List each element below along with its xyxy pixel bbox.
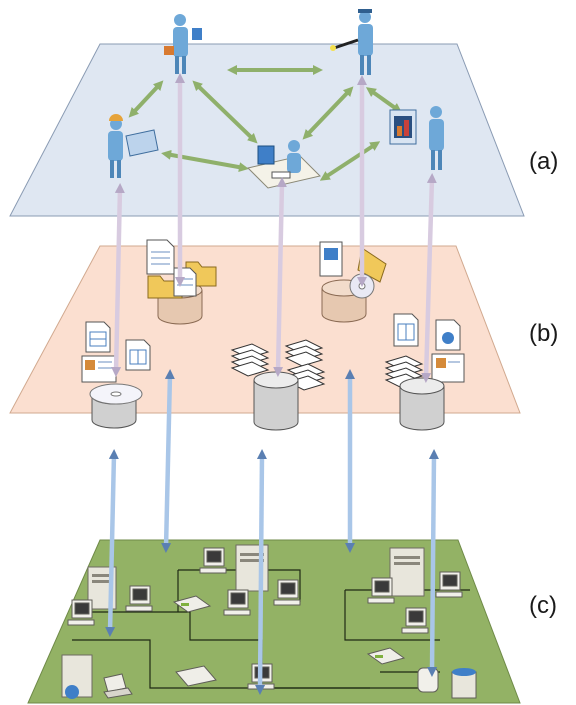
person-flashlight-icon bbox=[330, 9, 373, 75]
paper-stack-icon bbox=[230, 343, 270, 377]
network-switch-icon bbox=[172, 595, 212, 613]
chart-document-icon bbox=[393, 313, 419, 347]
document-icon bbox=[81, 355, 117, 383]
workstation-group bbox=[67, 547, 463, 690]
workstation-icon bbox=[273, 579, 301, 606]
network-printer-icon bbox=[175, 665, 217, 687]
person-hardhat-icon bbox=[108, 114, 159, 178]
workstation-icon bbox=[223, 589, 251, 616]
laptop-icon bbox=[103, 673, 133, 699]
chart-document-icon bbox=[125, 339, 151, 371]
document-icon bbox=[146, 239, 175, 275]
layer-a-connections bbox=[128, 65, 403, 181]
database-icon bbox=[253, 371, 299, 431]
workstation-icon bbox=[435, 571, 463, 598]
document-icon bbox=[173, 267, 197, 297]
database-icon bbox=[399, 377, 445, 431]
network-switch-icon bbox=[366, 647, 406, 665]
chart-document-icon bbox=[435, 319, 461, 351]
person-desk-icon bbox=[247, 140, 321, 189]
workstation-icon bbox=[367, 577, 395, 604]
server-icon bbox=[61, 654, 93, 699]
database-icon bbox=[451, 668, 477, 699]
layer-bc-links bbox=[105, 369, 439, 695]
workstation-icon bbox=[125, 585, 153, 612]
layer-ab-links bbox=[111, 73, 437, 383]
server-icon bbox=[389, 547, 425, 597]
person-briefcase-icon bbox=[164, 14, 202, 74]
person-presenter-icon bbox=[389, 106, 444, 170]
layer-c-plane bbox=[27, 539, 521, 704]
workstation-icon bbox=[401, 607, 429, 634]
layer-label-a: (a) bbox=[529, 148, 559, 175]
workstation-icon bbox=[67, 599, 95, 626]
layer-label-b: (b) bbox=[529, 320, 559, 347]
paper-stack-icon bbox=[284, 339, 324, 367]
document-icon bbox=[431, 353, 465, 383]
chart-document-icon bbox=[85, 321, 111, 353]
workstation-icon bbox=[199, 547, 227, 574]
cd-disc-icon bbox=[89, 383, 143, 405]
monitor-icon bbox=[417, 667, 439, 693]
layer-label-c: (c) bbox=[529, 592, 557, 619]
server-icon bbox=[319, 241, 343, 277]
